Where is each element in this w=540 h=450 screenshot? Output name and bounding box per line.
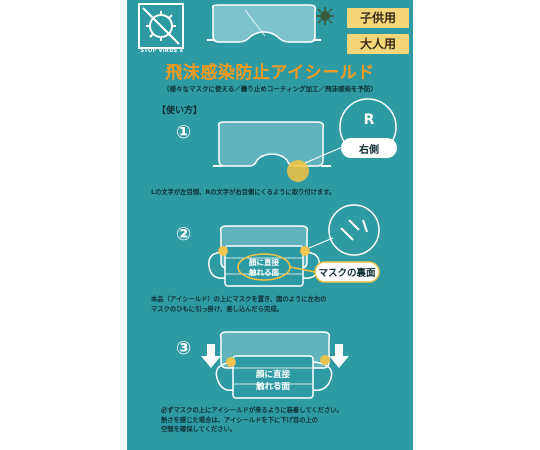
step3-caption-line: 必ずマスクの上にアイシールドが来るように装着してください。 <box>161 407 343 414</box>
step2-illustration: マスクの裏面 顔に直接 触れる面 <box>208 204 380 287</box>
virus-icon <box>316 7 334 25</box>
instruction-card: STOP VIRUS X 子供用 大人用 飛沫感染防止アイシールド （様々なマス… <box>127 0 413 450</box>
section-heading: 【使い方】 <box>157 106 203 116</box>
step3-mask-label-2: 触れる面 <box>255 381 291 392</box>
stop-virus-logo-icon <box>138 3 184 49</box>
step1-right-label: 右側 <box>358 143 379 156</box>
step2-caption-line: 本品（アイシールド）の上にマスクを置き、図のように左右の <box>151 296 327 303</box>
illustrations: R 右側 マスクの裏面 顔に直接 触れる面 <box>201 98 397 399</box>
step1-number: ① <box>176 122 192 143</box>
step3-caption: 必ずマスクの上にアイシールドが来るように装着してください。 熱さを感じた場合は、… <box>161 406 401 435</box>
step1-caption-line: Lの文字が左目側、Rの文字が右目側にくるように取り付けます。 <box>151 189 336 196</box>
step3-caption-line: 熱さを感じた場合は、アイシールドを下に下げ目の上の <box>161 416 319 424</box>
eye-shield-hero-image <box>207 4 321 43</box>
logo-text: STOP VIRUS X <box>140 48 184 54</box>
step2-callout: マスクの裏面 <box>318 267 376 279</box>
page-title: 飛沫感染防止アイシールド <box>165 63 375 83</box>
step3-number: ③ <box>176 338 192 359</box>
step1-illustration: R 右側 <box>213 98 397 182</box>
step2-caption: 本品（アイシールド）の上にマスクを置き、図のように左右の マスクのひもに引っ掛け… <box>151 295 401 314</box>
step2-mask-label-1: 顔に直接 <box>248 257 279 267</box>
badge-kids: 子供用 <box>347 8 409 28</box>
step3-illustration: 顔に直接 触れる面 <box>201 331 349 399</box>
step2-caption-line: マスクのひもに引っ掛け、差し込んだら完成。 <box>151 305 283 313</box>
step3-mask-label-1: 顔に直接 <box>255 369 291 380</box>
step2-number: ② <box>176 224 192 245</box>
subtitle: （様々なマスクに使える／曇り止めコーティング加工／飛沫感染を予防） <box>163 85 377 93</box>
down-arrow-right-icon <box>329 344 349 368</box>
badge-adults: 大人用 <box>347 34 409 54</box>
step1-caption: Lの文字が左目側、Rの文字が右目側にくるように取り付けます。 <box>151 188 335 198</box>
step1-right-letter: R <box>364 112 375 128</box>
down-arrow-left-icon <box>201 344 221 368</box>
step2-mask-label-2: 触れる面 <box>249 267 279 277</box>
step3-caption-line: 空間を確保してください。 <box>161 426 237 433</box>
